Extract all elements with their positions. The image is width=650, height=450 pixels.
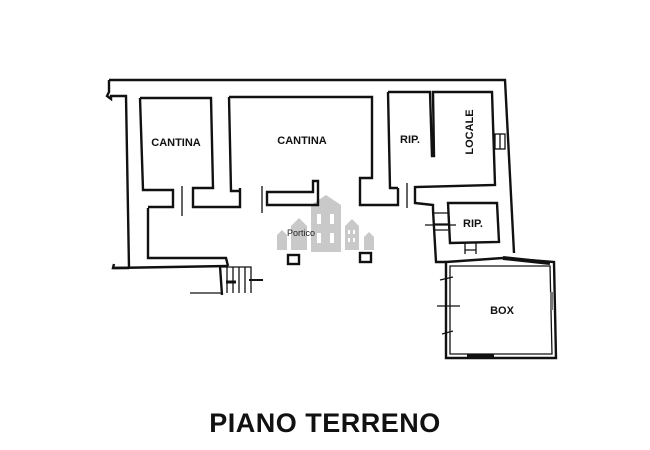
locale-window bbox=[494, 133, 506, 150]
label-box: BOX bbox=[490, 305, 515, 317]
room-rip-1 bbox=[386, 90, 497, 210]
room-rip-2 bbox=[425, 201, 501, 264]
label-cantina-1: CANTINA bbox=[151, 137, 201, 149]
room-cantina-1 bbox=[138, 96, 242, 216]
label-locale: LOCALE bbox=[464, 109, 476, 154]
watermark-building-icon bbox=[277, 195, 374, 252]
label-cantina-2: CANTINA bbox=[277, 135, 327, 147]
label-portico: Portico bbox=[287, 228, 315, 238]
staircase bbox=[190, 265, 263, 296]
room-cantina-2 bbox=[227, 95, 400, 213]
room-box bbox=[437, 256, 558, 360]
label-rip-1: RIP. bbox=[400, 134, 420, 146]
portico-pillars bbox=[286, 251, 373, 266]
outer-walls bbox=[105, 78, 516, 270]
label-rip-2: RIP. bbox=[463, 218, 483, 230]
floor-title: PIANO TERRENO bbox=[209, 408, 441, 438]
